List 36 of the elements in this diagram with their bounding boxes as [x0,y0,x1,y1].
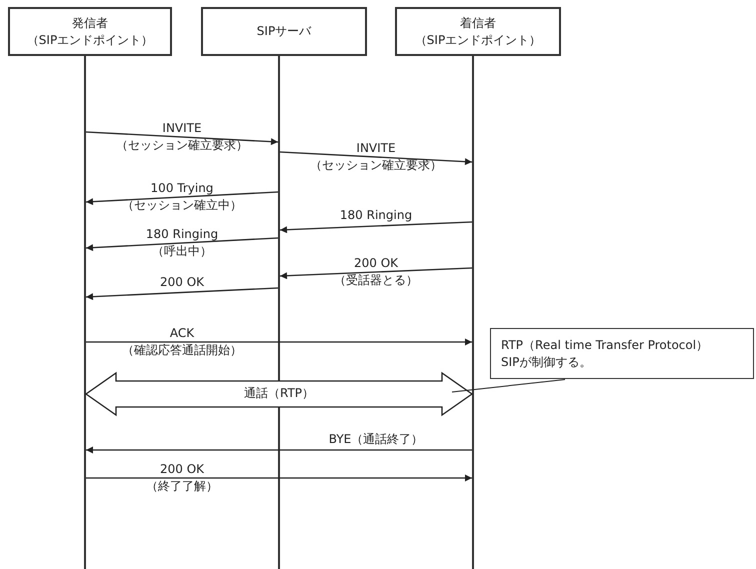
participant-name: SIPサーバ [256,23,312,40]
message-arrow [86,474,472,482]
edge-label: 200 OK （受話器とる） [333,255,419,289]
edge-label: 180 Ringing [338,207,414,224]
edge-label: INVITE （セッション確立要求） [115,120,249,154]
double-arrow [84,372,474,416]
participant-name: （SIPエンドポイント） [414,32,542,48]
participant-name: （SIPエンドポイント） [26,32,154,48]
edge-label: 180 Ringing （呼出中） [144,226,220,260]
message-arrow [86,446,472,454]
message-arrow [280,267,472,280]
participant-box [201,7,367,56]
edge-label: 通話（RTP） [242,385,316,402]
edge-label: 200 OK [158,274,206,290]
participant-name: 発信者 [72,14,108,32]
message-arrow [86,191,278,206]
lifeline [472,56,474,569]
participant-box [8,7,172,56]
callout-text: SIPが制御する。 [501,354,592,370]
message-arrow [86,287,278,300]
lifeline [84,56,86,569]
edge-label: 200 OK （終了了解） [145,461,219,495]
edge-label: BYE（通話終了） [328,431,424,448]
message-arrow [280,221,472,234]
message-arrow [86,131,278,146]
message-arrow [86,237,278,252]
message-arrow [86,338,472,346]
participant-box [395,7,561,56]
edge-label: 100 Trying （セッション確立中） [121,180,243,214]
edge-label: ACK （確認応答通話開始） [121,325,243,359]
participant-name: 着信者 [460,14,496,32]
edge-label: INVITE （セッション確立要求） [309,140,443,174]
message-arrow [280,151,472,166]
callout-box [490,328,754,379]
callout-text: RTP（Real time Transfer Protocol） [501,336,708,354]
lifeline [278,56,280,569]
